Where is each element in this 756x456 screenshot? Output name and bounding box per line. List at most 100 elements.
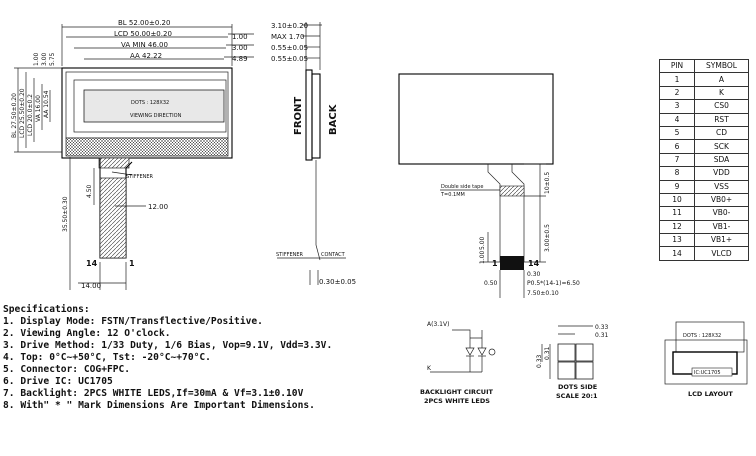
stiffener-label: STIFFENER [126, 174, 154, 180]
dim-off-489: 4.89 [232, 55, 248, 63]
pin-symbol: VB0- [694, 206, 749, 221]
dim-back-100: 1.00 [479, 250, 486, 264]
backlight-caption-2: 2PCS WHITE LEDS [424, 397, 490, 405]
dim-dot-033a: 0.33 [595, 324, 609, 331]
lcd-layout: DOTS : 128X32 IC:UC1705 [664, 321, 748, 385]
dim-aa-height: AA 10.54 [43, 90, 50, 118]
layout-dots-label: DOTS : 128X32 [683, 333, 721, 339]
spec-heading: Specifications: [3, 304, 90, 315]
dim-pitch-750: 7.50±0.10 [527, 290, 559, 297]
pin-number: 14 [659, 246, 695, 261]
pin-number: 5 [659, 125, 695, 141]
pin-number: 9 [659, 179, 695, 194]
pin-number: 1 [659, 72, 695, 87]
back-pin-14: 14 [528, 259, 540, 268]
pin-number: 4 [659, 112, 695, 127]
viewing-area [73, 79, 227, 133]
ic-label: IC:UC1705 [694, 370, 721, 376]
pin-number: 10 [659, 192, 695, 208]
active-area [83, 89, 225, 123]
dim-left-575: 5.75 [49, 52, 56, 66]
stiffener-side-label: STIFFENER [276, 252, 304, 258]
dim-fpc-450: 4.50 [86, 184, 93, 198]
cathode-label: K [427, 365, 432, 372]
spec-item: 7. Backlight: 2PCS WHITE LEDS,If=30mA & … [3, 388, 304, 399]
backlight-outline [61, 67, 233, 159]
dim-bl-height: BL 27.50±0.20 [11, 93, 18, 138]
dots-side-caption: DOTS SIDE [558, 383, 598, 391]
dim-dot-033b: 0.33 [536, 354, 543, 368]
pin-symbol: SDA [694, 152, 749, 168]
anode-label: A(3.1V) [427, 321, 449, 328]
dim-th-055a: 0.55±0.05 [271, 44, 308, 52]
dim-thick-310: 3.10±0.20 [271, 22, 308, 30]
fpc-pin-1: 1 [129, 259, 135, 268]
dim-va-width: VA MIN 46.00 [121, 41, 168, 49]
pin-symbol: VB1- [694, 219, 749, 235]
spec-item: 3. Drive Method: 1/33 Duty, 1/6 Bias, Vo… [3, 340, 333, 351]
pin-number: 7 [659, 152, 695, 168]
double-side-tape [499, 185, 525, 197]
dim-pitch-formula: P0.5*(14-1)=6.50 [527, 280, 580, 287]
backlight-circuit: A(3.1V) K [427, 321, 496, 373]
symbol-header: SYMBOL [694, 58, 749, 74]
dim-off-3: 3.00 [232, 44, 248, 52]
dim-left-3: 3.00 [41, 52, 48, 66]
dim-back-300: 3.00±0.5 [544, 224, 551, 252]
contact-pad [500, 256, 524, 270]
pin-number: 8 [659, 166, 695, 181]
dim-lcd-20: LCD 20.0±0.2 [27, 94, 34, 136]
dim-va-height: VA 16.00 [35, 95, 42, 122]
pin-symbol: VB0+ [694, 192, 749, 208]
front-view: BL 52.00±0.20 LCD 50.00±0.20 VA MIN 46.0… [11, 19, 254, 290]
dim-pitch-030: 0.30 [527, 271, 541, 278]
pin-symbol: CD [694, 125, 749, 141]
pin-symbol: RST [694, 112, 749, 127]
dim-back-10: 10±0.5 [544, 172, 551, 194]
dots-label: DOTS : 128X32 [131, 100, 169, 106]
pin-symbol: VLCD [694, 246, 749, 261]
pin-number: 3 [659, 99, 695, 114]
spec-item: 2. Viewing Angle: 12 O'clock. [3, 328, 171, 339]
pin-header: PIN [659, 58, 695, 74]
spec-item: 1. Display Mode: FSTN/Transflective/Posi… [3, 316, 263, 327]
dim-max-170: MAX 1.70 [271, 33, 304, 41]
pin-number: 6 [659, 139, 695, 154]
dots-side-detail: 0.33 0.31 0.33 0.31 [536, 324, 609, 380]
viewing-direction-label: VIEWING DIRECTION [130, 113, 182, 119]
scale-caption: SCALE 20:1 [556, 392, 598, 400]
dim-dot-031b: 0.31 [544, 346, 551, 360]
back-outline [398, 73, 554, 165]
side-backlight [311, 73, 321, 159]
pin-symbol: A [694, 72, 749, 87]
front-label: FRONT [293, 97, 304, 135]
pin-symbol: K [694, 85, 749, 101]
tape-label: Double side tape [441, 184, 483, 190]
side-view: 3.10±0.20 MAX 1.70 0.55±0.05 0.55±0.05 F… [271, 22, 356, 286]
dim-pitch-050: 0.50 [484, 280, 498, 287]
spec-item: 8. With" * " Mark Dimensions Are Importa… [3, 400, 315, 411]
spec-item: 6. Drive IC: UC1705 [3, 376, 113, 387]
lcd-layout-caption: LCD LAYOUT [688, 390, 733, 398]
dim-aa-width: AA 42.22 [130, 52, 162, 60]
back-label: BACK [328, 103, 339, 135]
pin-symbol: VSS [694, 179, 749, 194]
pin-symbol: VB1+ [694, 233, 749, 248]
backlight-caption: BACKLIGHT CIRCUIT [420, 388, 493, 396]
tape-thickness: T=0.1MM [440, 192, 465, 198]
fpc-tail [99, 177, 127, 259]
dim-lcd-width: LCD 50.00±0.20 [114, 30, 172, 38]
